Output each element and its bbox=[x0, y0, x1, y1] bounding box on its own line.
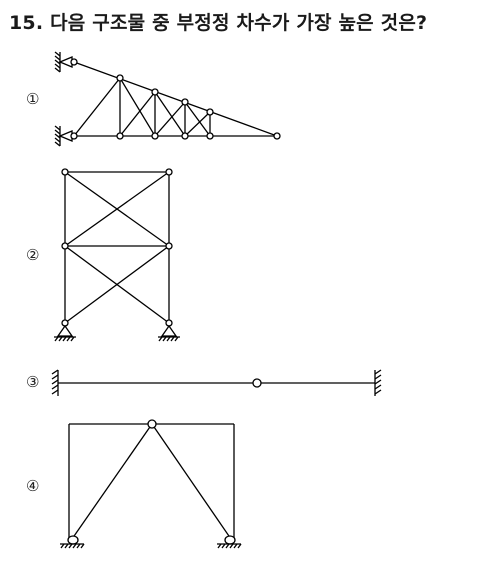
pin-support-right-4 bbox=[217, 535, 242, 549]
question-text: 다음 구조물 중 부정정 차수가 가장 높은 것은? bbox=[50, 12, 428, 34]
truss-structure-1 bbox=[54, 51, 281, 147]
fixed-beam-structure-3 bbox=[51, 369, 382, 396]
pin-support-left-4 bbox=[60, 535, 85, 549]
fixed-support-right bbox=[374, 369, 382, 396]
fixed-support-left bbox=[51, 369, 59, 396]
top-chord bbox=[73, 61, 278, 137]
option-2-label[interactable]: ② bbox=[26, 246, 40, 264]
portal-frame-structure-4 bbox=[60, 419, 242, 549]
pin-support-right bbox=[158, 319, 180, 342]
internal-hinge bbox=[252, 378, 262, 388]
braced-frame-structure-2 bbox=[54, 168, 180, 342]
question-number: 15. bbox=[9, 12, 44, 34]
top-hinge bbox=[147, 419, 157, 429]
wall-support-bottom bbox=[54, 125, 73, 147]
question-title: 15. 다음 구조물 중 부정정 차수가 가장 높은 것은? bbox=[9, 8, 427, 35]
wall-support-top bbox=[54, 51, 73, 73]
option-3-label[interactable]: ③ bbox=[26, 373, 40, 391]
truss-joints bbox=[70, 58, 281, 140]
option-4-label[interactable]: ④ bbox=[26, 477, 40, 495]
option-1-label[interactable]: ① bbox=[26, 90, 40, 108]
pin-support-left bbox=[54, 319, 76, 342]
